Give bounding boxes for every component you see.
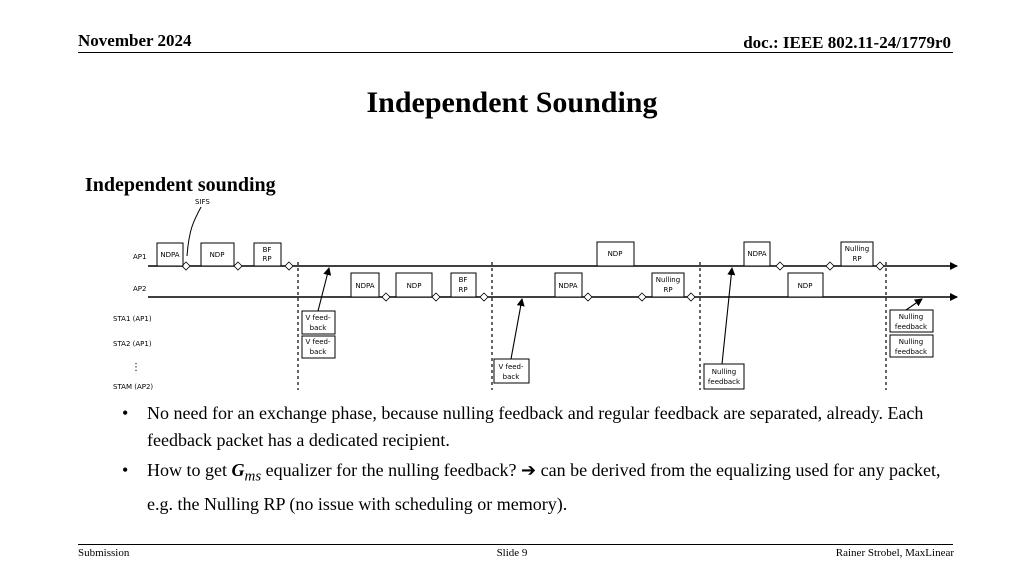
header-doc-id: doc.: IEEE 802.11-24/1779r0 (743, 33, 951, 52)
header-divider (78, 52, 953, 53)
sta1-vfb-label-1: V feed- (305, 314, 331, 322)
ap2-ndp-label-2: NDP (798, 282, 813, 290)
bullet-text-post: can be derived from the equalizing used … (147, 460, 941, 514)
bullet-item: • How to get Gms equalizer for the nulli… (122, 457, 942, 518)
stam-nfb-label-1: Nulling (712, 368, 736, 376)
ap2-ndp-label: NDP (407, 282, 422, 290)
row-label-sta2: STA2 (AP1) (113, 340, 152, 348)
ap2-ndpa-frame (350, 272, 380, 298)
footer-author: Rainer Strobel, MaxLinear (835, 547, 954, 559)
sounding-timing-diagram: SIFS AP1 AP2 STA1 (AP1) STA2 (AP1) STAM … (113, 198, 958, 391)
stam-vfb-label-2: back (503, 373, 521, 381)
symbol-sub: ms (244, 468, 262, 485)
sta2-vfb-label-2: back (310, 348, 328, 356)
ap1-ndpa-frame-2 (743, 241, 771, 267)
bullet-text-pre: How to get (147, 460, 232, 480)
ap2-ndpa-joint-label: NDPA (558, 282, 577, 290)
bullet-dot: • (122, 460, 129, 480)
subheading: Independent sounding (85, 174, 276, 196)
ap1-ndp-joint-label: NDP (608, 250, 623, 258)
ap1-ndp-joint-frame (596, 241, 635, 267)
symbol-g: G (231, 460, 245, 480)
ap2-nrp-label-2: RP (663, 286, 672, 294)
sta1-vfb-label-2: back (310, 324, 328, 332)
ap1-bfrp-label-2: RP (262, 255, 271, 263)
sifs-diamonds (181, 261, 885, 302)
header-date: November 2024 (78, 31, 192, 50)
row-ellipsis: ⋮ (131, 362, 141, 373)
sifs-label: SIFS (195, 198, 210, 206)
sta1-nfb-label-1: Nulling (899, 313, 923, 321)
ap1-nulling-rp-frame (840, 241, 874, 267)
footer-divider (78, 544, 953, 545)
stam-nulling-feedback-frame (703, 363, 745, 390)
row-label-ap1: AP1 (133, 253, 146, 261)
bullet-text: No need for an exchange phase, because n… (147, 403, 924, 450)
stam-vfb-label-1: V feed- (498, 363, 524, 371)
stam-vfeedback-frame (493, 358, 530, 384)
stam-nfb-label-2: feedback (708, 378, 741, 386)
ap2-bfrp-label-1: BF (459, 276, 468, 284)
bullet-list: • No need for an exchange phase, because… (122, 400, 942, 521)
row-label-sta1: STA1 (AP1) (113, 315, 152, 323)
ap2-ndp-frame (395, 272, 433, 298)
bullet-item: • No need for an exchange phase, because… (122, 400, 942, 454)
ap1-bfrp-frame (253, 242, 282, 267)
ap1-nrp-label-2: RP (852, 255, 861, 263)
ap2-bfrp-label-2: RP (458, 286, 467, 294)
ap1-ndp-frame (200, 242, 235, 267)
ap1-ndpa-frame (156, 242, 184, 267)
row-label-ap2: AP2 (133, 285, 146, 293)
ap2-nrp-label-1: Nulling (656, 276, 680, 284)
bullet-dot: • (122, 403, 129, 423)
row-label-stam: STAM (AP2) (113, 383, 153, 391)
bullet-text-mid: equalizer for the nulling feedback? (261, 460, 522, 480)
slide-title: Independent Sounding (366, 86, 658, 119)
footer-submission: Submission (78, 547, 130, 559)
sta2-vfeedback-frame (301, 335, 336, 359)
ap2-ndp-frame-2 (787, 272, 824, 298)
sta2-nulling-feedback-frame (889, 334, 934, 358)
sta1-nulling-feedback-frame (889, 309, 934, 333)
ap1-nrp-label-1: Nulling (845, 245, 869, 253)
arrow-icon: ➔ (521, 460, 537, 481)
ap1-ndpa-label-2: NDPA (747, 250, 766, 258)
sta2-nfb-label-1: Nulling (899, 338, 923, 346)
ap2-ndpa-joint-frame (554, 272, 583, 298)
row-labels: AP1 AP2 STA1 (AP1) STA2 (AP1) STAM (AP2)… (113, 253, 153, 391)
footer-slide-number: Slide 9 (496, 547, 528, 559)
ap1-ndpa-label: NDPA (160, 251, 179, 259)
sta2-nfb-label-2: feedback (895, 348, 928, 356)
ap2-ndpa-label: NDPA (355, 282, 374, 290)
ap2-bfrp-frame (450, 272, 477, 298)
sifs-annotation: SIFS (186, 198, 210, 257)
ap1-ndp-label: NDP (210, 251, 225, 259)
feedback-arrows (317, 267, 923, 365)
sta1-nfb-label-2: feedback (895, 323, 928, 331)
ap1-bfrp-label-1: BF (263, 246, 272, 254)
ap2-nulling-rp-frame (651, 272, 685, 298)
sta2-vfb-label-1: V feed- (305, 338, 331, 346)
